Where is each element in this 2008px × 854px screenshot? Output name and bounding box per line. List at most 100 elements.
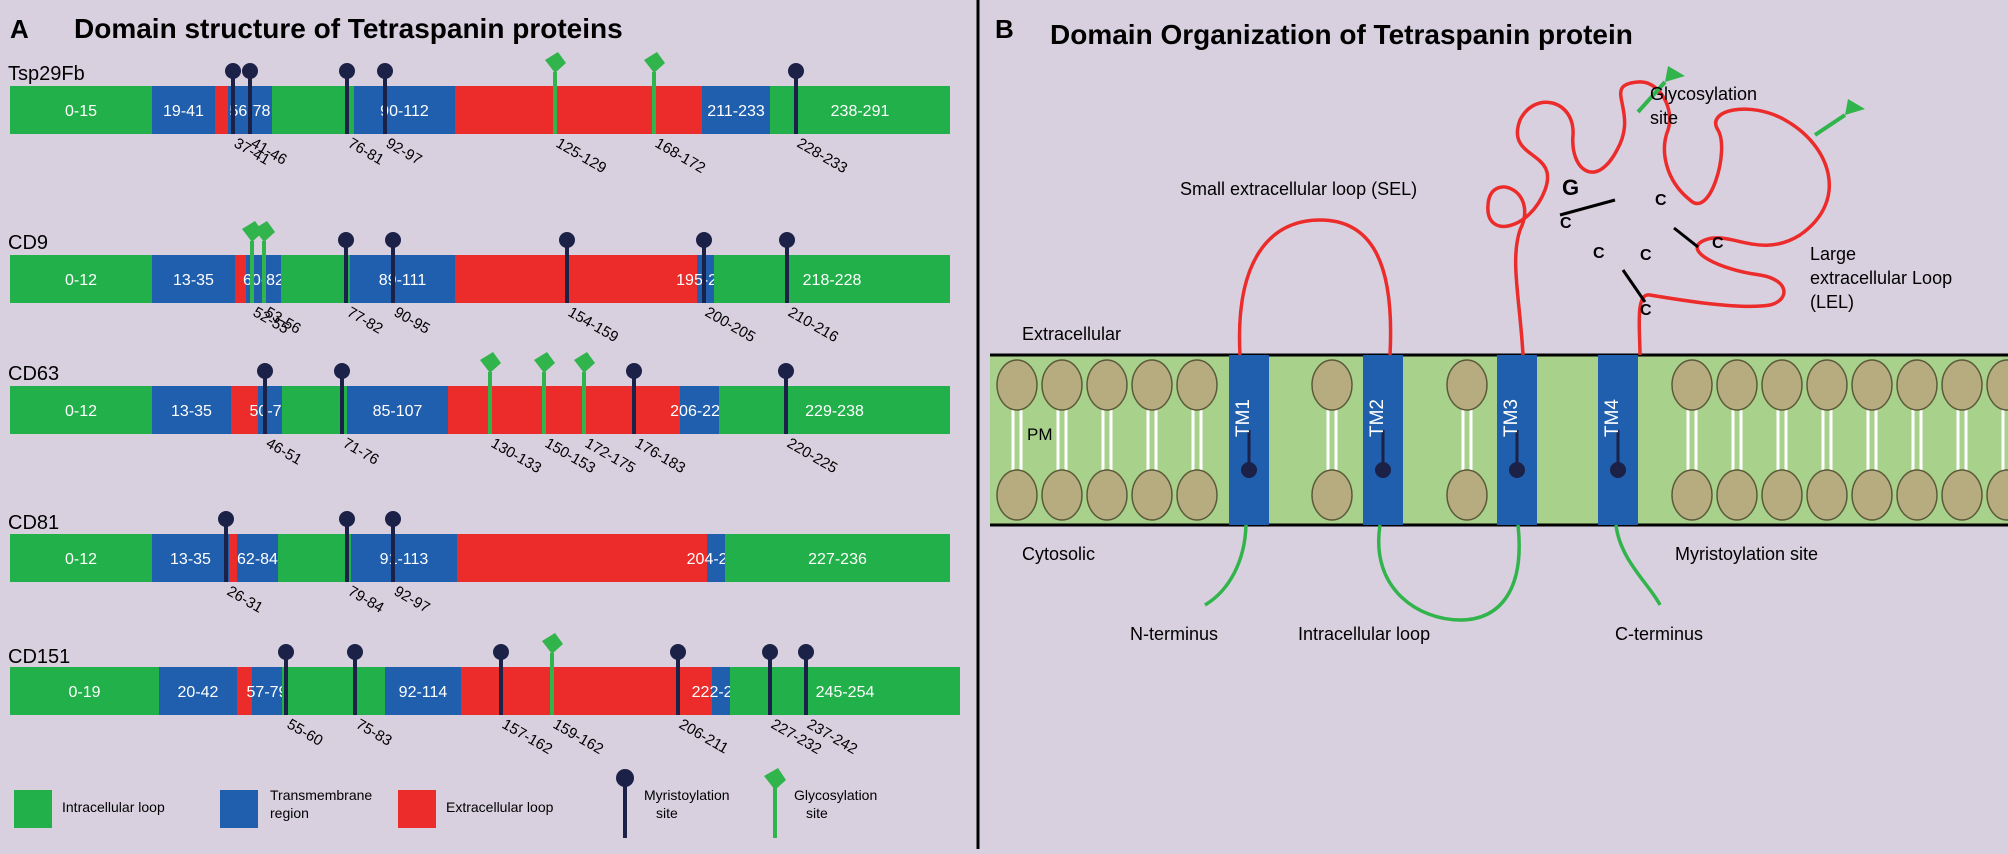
extracellular-segment <box>229 534 237 582</box>
n-terminus-label: N-terminus <box>1130 624 1218 644</box>
intracellular-segment <box>10 386 152 434</box>
segment-label: 206-228 <box>670 403 729 420</box>
transmembrane-segment <box>351 534 457 582</box>
cysteine-mark: C <box>1640 247 1652 264</box>
segment-label: 227-236 <box>808 551 867 568</box>
segment-label: 13-35 <box>173 272 214 289</box>
phospholipid <box>1131 359 1173 521</box>
intracellular-segment <box>719 386 950 434</box>
myristoylation-site-marker <box>377 63 393 79</box>
c-terminus-label: C-terminus <box>1615 624 1703 644</box>
phospholipid <box>1041 359 1083 521</box>
phospholipid <box>1086 359 1128 521</box>
protein-name: CD151 <box>8 646 70 668</box>
lipid-head <box>1896 469 1938 521</box>
myristoylation-site-marker <box>626 363 642 379</box>
myristoylation-site-marker <box>278 644 294 660</box>
myristoylation-site-marker <box>338 232 354 248</box>
tm-helix-3: TM3 <box>1497 355 1537 525</box>
phospholipid <box>1311 359 1353 521</box>
glycosylation-label-line2: site <box>1650 108 1678 128</box>
lipid-head <box>1941 469 1983 521</box>
segment-label: 85-107 <box>373 403 423 420</box>
protein-name: CD81 <box>8 512 59 534</box>
segment-label: 91-113 <box>380 551 429 568</box>
myristoylation-site-marker <box>334 363 350 379</box>
intracellular-segment <box>10 86 152 134</box>
legend-label: Myristoylation <box>644 787 730 803</box>
extracellular-segment <box>461 667 712 715</box>
lel-label-line2: extracellular Loop <box>1810 268 1952 288</box>
myristoylation-site-marker <box>218 511 234 527</box>
pm-label: PM <box>1027 425 1053 444</box>
phospholipid <box>1671 359 1713 521</box>
myristoylation-label: Myristoylation site <box>1675 544 1818 564</box>
segment-label: 0-12 <box>65 403 97 420</box>
transmembrane-segment <box>707 534 725 582</box>
myristoylation-site-marker <box>339 511 355 527</box>
panel-b-letter: B <box>995 14 1014 44</box>
cysteine-mark: C <box>1712 235 1724 252</box>
transmembrane-segment <box>159 667 237 715</box>
disulfide-bond <box>1621 269 1647 303</box>
lipid-head <box>1176 359 1218 411</box>
phospholipid <box>1986 359 2008 521</box>
transmembrane-segment <box>258 386 282 434</box>
lipid-head <box>1311 469 1353 521</box>
myristoylation-site-marker <box>1375 462 1391 478</box>
transmembrane-segment <box>385 667 461 715</box>
segment-label: 62-84 <box>237 551 278 568</box>
lipid-head <box>1851 359 1893 411</box>
glycosylation-site-marker <box>534 352 555 373</box>
legend-marker <box>764 768 786 790</box>
tm-helix-2: TM2 <box>1363 355 1403 525</box>
phospholipid <box>1896 359 1938 521</box>
extracellular-segment <box>235 255 246 303</box>
transmembrane-segment <box>354 86 455 134</box>
c-terminal-tail <box>1614 524 1662 606</box>
lipid-head <box>1041 359 1083 411</box>
myristoylation-site-marker <box>1241 462 1257 478</box>
phospholipid <box>996 359 1038 521</box>
phospholipid <box>1761 359 1803 521</box>
myristoylation-site-marker <box>385 232 401 248</box>
intracellular-loop-label: Intracellular loop <box>1298 624 1430 644</box>
segment-label: 89-111 <box>379 272 427 289</box>
intracellular-segment <box>278 534 351 582</box>
glycosylation-site-marker <box>545 52 566 73</box>
legend-item-extracellular: Extracellular loop <box>398 790 554 828</box>
transmembrane-segment <box>152 255 235 303</box>
transmembrane-segment <box>712 667 730 715</box>
legend-swatch <box>220 790 258 828</box>
panel-b: B Domain Organization of Tetraspanin pro… <box>990 14 2008 644</box>
segment-label: 0-15 <box>65 103 97 120</box>
myristoylation-site-marker <box>1610 462 1626 478</box>
segment-label: 92-114 <box>399 684 448 701</box>
lipid-head <box>1446 469 1488 521</box>
lipid-head <box>1761 469 1803 521</box>
segment-label: 13-35 <box>170 551 211 568</box>
extracellular-segment <box>448 386 680 434</box>
myristoylation-site-marker <box>670 644 686 660</box>
legend-label-line2: site <box>806 805 828 821</box>
phospholipid <box>1941 359 1983 521</box>
intracellular-segment <box>10 534 152 582</box>
protein-name: CD63 <box>8 363 59 385</box>
segment-label: 218-228 <box>803 272 862 289</box>
protein-name: Tsp29Fb <box>8 63 85 85</box>
protein-loops <box>1204 66 1865 622</box>
myristoylation-site-marker <box>559 232 575 248</box>
myristoylation-site-marker <box>257 363 273 379</box>
extracellular-segment <box>237 667 252 715</box>
panel-a-letter: A <box>10 14 29 44</box>
lipid-head <box>996 469 1038 521</box>
lipid-head <box>1716 469 1758 521</box>
lipid-head <box>1176 469 1218 521</box>
myristoylation-site-marker <box>493 644 509 660</box>
cysteine-mark: C <box>1560 215 1572 232</box>
segment-label: 238-291 <box>831 103 890 120</box>
lipid-head <box>1086 359 1128 411</box>
